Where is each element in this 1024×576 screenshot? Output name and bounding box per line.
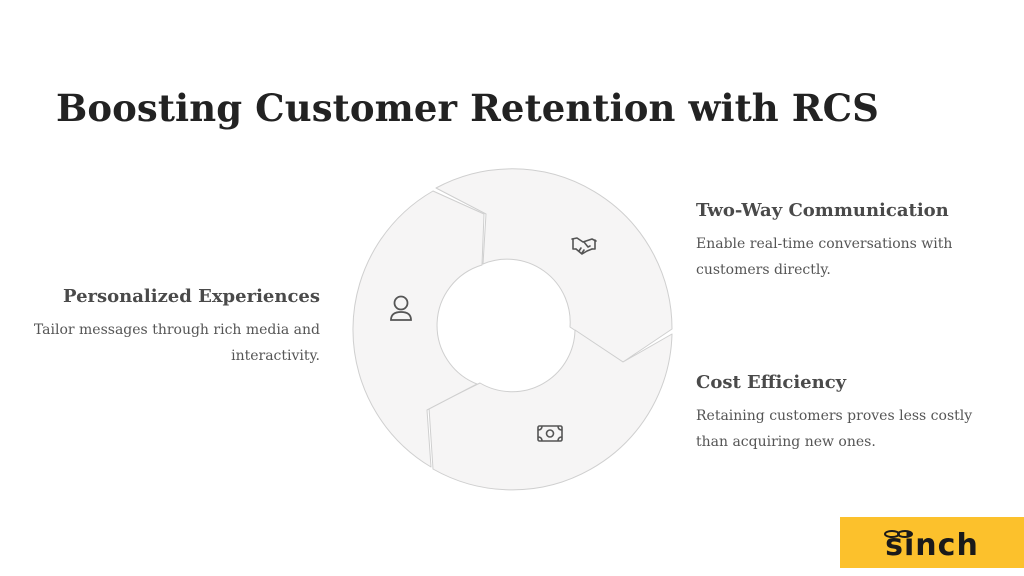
cost-efficiency-block: Cost Efficiency Retaining customers prov…: [696, 372, 996, 455]
sinch-logo: sinch: [840, 517, 1024, 568]
segment-cost-efficiency: [428, 329, 673, 491]
cost-efficiency-description: Retaining customers proves less costly t…: [696, 408, 973, 450]
two-way-communication-heading: Two-Way Communication: [696, 200, 949, 221]
two-way-communication-block: Two-Way Communication Enable real-time c…: [696, 200, 996, 283]
segment-two-way-communication: [435, 168, 673, 363]
personalized-experiences-description: Tailor messages through rich media and i…: [33, 322, 320, 364]
handshake-icon: [571, 237, 597, 255]
banknote-icon: [537, 425, 563, 442]
personalized-experiences-heading: Personalized Experiences: [63, 286, 320, 307]
page-title: Boosting Customer Retention with RCS: [56, 86, 880, 130]
two-way-communication-description: Enable real-time conversations with cust…: [696, 236, 953, 278]
personalized-experiences-block: Personalized Experiences Tailor messages…: [30, 286, 320, 369]
user-icon: [390, 295, 412, 321]
logo-wordmark: sinch: [885, 528, 979, 563]
cost-efficiency-heading: Cost Efficiency: [696, 372, 847, 393]
cycle-diagram: [346, 164, 678, 496]
segment-personalized-experiences: [352, 190, 485, 468]
